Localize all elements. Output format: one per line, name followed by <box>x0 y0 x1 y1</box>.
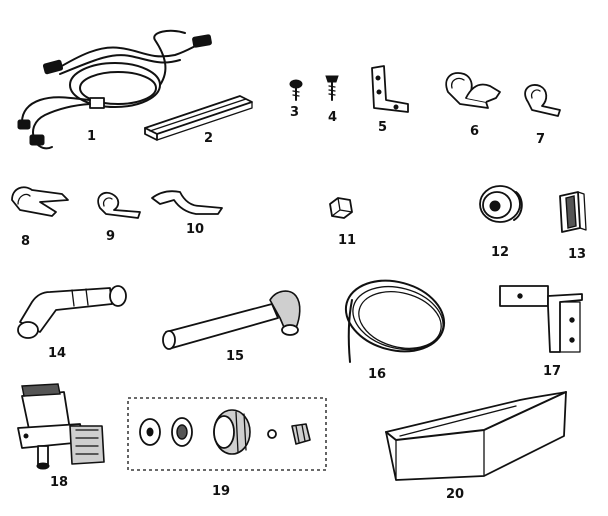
part-6-clamp <box>445 72 501 109</box>
part-19-compression-fitting-kit <box>127 397 327 471</box>
part-label: 6 <box>470 124 479 139</box>
part-8-clip <box>11 186 69 217</box>
part-label: 9 <box>106 229 115 244</box>
part-label: 3 <box>290 105 299 120</box>
part-label: 7 <box>536 132 545 147</box>
part-16-water-tubing <box>344 279 446 363</box>
part-7-clamp <box>524 84 561 117</box>
part-4-screw <box>325 75 339 101</box>
part-label: 16 <box>368 367 386 382</box>
part-14-elbow-tube <box>17 285 127 339</box>
part-9-clamp <box>97 191 141 219</box>
part-label: 19 <box>212 484 230 499</box>
part-label: 17 <box>543 364 561 379</box>
part-5-bracket <box>371 65 409 113</box>
part-13-pad <box>559 191 587 233</box>
part-3-screw <box>289 79 303 101</box>
part-label: 1 <box>87 129 96 144</box>
part-12-grommet <box>479 185 523 223</box>
part-17-mounting-bracket <box>499 285 583 353</box>
part-2-channel-strip <box>144 95 253 141</box>
part-label: 8 <box>21 234 30 249</box>
part-15-fill-tube <box>162 290 301 350</box>
part-label: 4 <box>328 110 337 125</box>
part-20-ice-bin <box>385 391 567 481</box>
part-label: 11 <box>338 233 356 248</box>
part-label: 15 <box>226 349 244 364</box>
part-label: 5 <box>378 120 387 135</box>
part-label: 2 <box>204 131 213 146</box>
part-18-water-valve <box>17 383 105 470</box>
part-10-clip <box>151 190 223 215</box>
part-label: 14 <box>48 346 66 361</box>
part-label: 18 <box>50 475 68 490</box>
part-label: 13 <box>568 247 586 262</box>
part-label: 20 <box>446 487 464 502</box>
part-label: 12 <box>491 245 509 260</box>
part-1-wiring-harness <box>17 29 212 150</box>
part-label: 10 <box>186 222 204 237</box>
part-11-nut <box>329 197 353 219</box>
